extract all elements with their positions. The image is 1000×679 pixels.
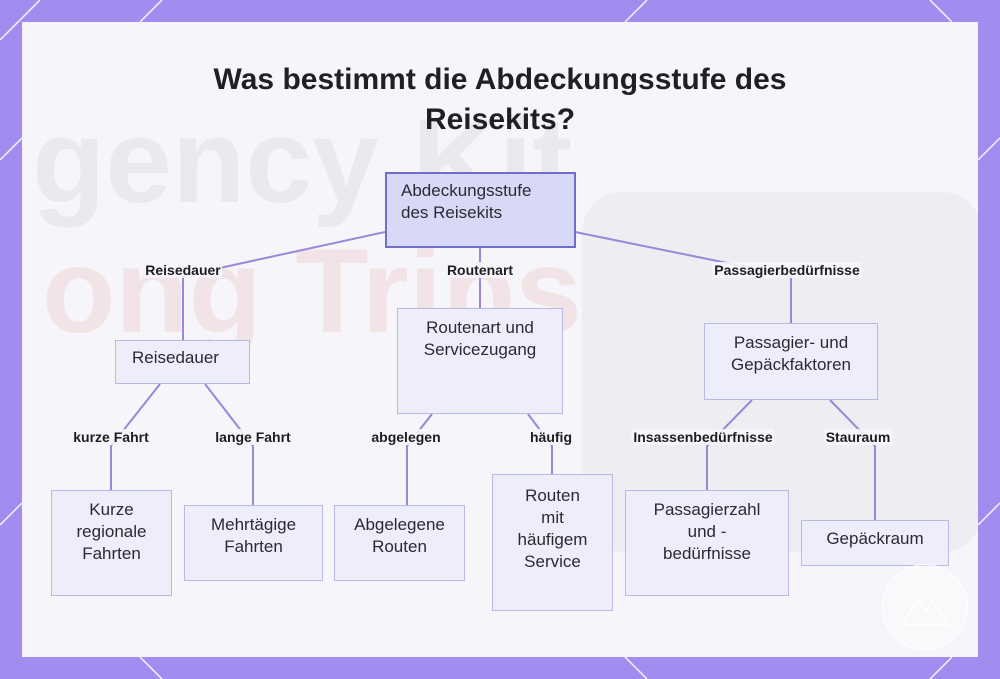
node-passagier-gepaeckfaktoren: Passagier- und Gepäckfaktoren xyxy=(704,323,878,400)
node-passagierzahl-line-1: Passagierzahl xyxy=(653,500,761,519)
page-title: Was bestimmt die Abdeckungsstufe des Rei… xyxy=(0,60,1000,140)
node-haeufig-line-2: mit xyxy=(541,508,564,527)
node-abgelegene-line-1: Abgelegene xyxy=(354,515,445,534)
node-passagier-line-2: Gepäckfaktoren xyxy=(730,355,851,374)
node-reisedauer: Reisedauer xyxy=(115,340,250,384)
node-kurze-regionale-fahrten: Kurze regionale Fahrten xyxy=(51,490,172,596)
node-haeufig-line-1: Routen xyxy=(525,486,580,505)
node-abdeckungsstufe-line-1: Abdeckungsstufe xyxy=(401,181,532,200)
node-abdeckungsstufe-line-2: des Reisekits xyxy=(401,203,503,222)
node-routen-haeufigem-service: Routen mit häufigem Service xyxy=(492,474,613,611)
edge-label-insassenbeduerfnisse: Insassenbedürfnisse xyxy=(631,429,775,445)
edge-label-passagierbeduerfnisse: Passagierbedürfnisse xyxy=(712,262,862,278)
connector-routenart-abgelegene xyxy=(406,413,433,505)
edge-label-kurze-fahrt: kurze Fahrt xyxy=(71,429,151,445)
node-kurze-line-1: Kurze xyxy=(89,500,134,519)
node-haeufig-line-4: Service xyxy=(524,552,581,571)
connector-root-reisedauer xyxy=(182,231,386,340)
edge-label-abgelegen: abgelegen xyxy=(369,429,443,445)
connector-reisedauer-mehrtaegige xyxy=(204,383,254,505)
node-gepaeckraum: Gepäckraum xyxy=(801,520,949,566)
connector-reisedauer-kurze xyxy=(110,383,161,490)
node-passagierzahl-beduerfnisse: Passagierzahl und - bedürfnisse xyxy=(625,490,789,596)
node-haeufig-line-3: häufigem xyxy=(517,530,588,549)
node-abgelegene-routen: Abgelegene Routen xyxy=(334,505,465,581)
node-abdeckungsstufe: Abdeckungsstufe des Reisekits xyxy=(385,172,576,248)
connector-passagier-passagierzahl xyxy=(706,399,753,490)
mountain-logo-icon xyxy=(882,564,968,650)
connector-passagier-gepaeckraum xyxy=(829,399,876,520)
node-passagier-line-1: Passagier- und xyxy=(733,333,849,352)
connector-routenart-haeufig xyxy=(527,413,553,474)
node-passagierzahl-line-2: und - xyxy=(687,522,727,541)
node-kurze-line-3: Fahrten xyxy=(82,544,141,563)
edge-label-reisedauer: Reisedauer xyxy=(143,262,223,278)
title-line-2: Reisekits? xyxy=(424,103,576,136)
edge-label-lange-fahrt: lange Fahrt xyxy=(213,429,293,445)
node-abgelegene-line-2: Routen xyxy=(372,537,427,556)
node-mehrtaegige-fahrten: Mehrtägige Fahrten xyxy=(184,505,323,581)
node-mehrtaegige-line-2: Fahrten xyxy=(224,537,283,556)
node-reisedauer-line-1: Reisedauer xyxy=(132,348,219,367)
node-gepaeckraum-line-1: Gepäckraum xyxy=(826,529,924,548)
node-kurze-line-2: regionale xyxy=(76,522,147,541)
node-routenart-line-1: Routenart und xyxy=(426,318,534,337)
node-passagierzahl-line-3: bedürfnisse xyxy=(663,544,751,563)
edge-label-stauraum: Stauraum xyxy=(823,429,893,445)
edge-label-haeufig: häufig xyxy=(528,429,574,445)
node-routenart-line-2: Servicezugang xyxy=(423,340,537,359)
edge-label-routenart: Routenart xyxy=(444,262,516,278)
node-mehrtaegige-line-1: Mehrtägige xyxy=(210,515,297,534)
node-routenart-servicezugang: Routenart und Servicezugang xyxy=(397,308,563,414)
title-line-1: Was bestimmt die Abdeckungsstufe des xyxy=(213,63,787,96)
